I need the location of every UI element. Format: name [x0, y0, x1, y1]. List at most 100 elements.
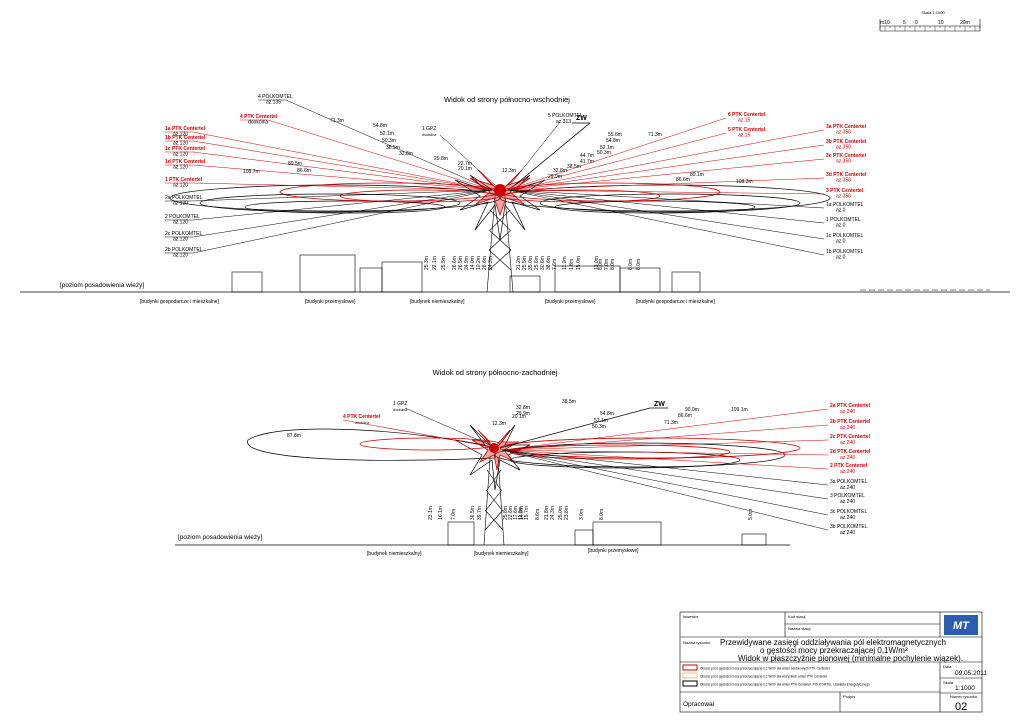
- view1-left-label-1: 4 PTK Centertel: [240, 114, 278, 120]
- view1-right-label-2: 3a PTK Centertel: [826, 124, 867, 130]
- view2-distance-0: 87.8m: [287, 433, 301, 439]
- view2-right-label-az-8: az.240: [840, 530, 855, 536]
- view1-leader-left-3: [192, 140, 493, 191]
- view1-right-label-6: 3 PTK Centertel: [826, 188, 864, 194]
- view1-right-label-az-4: az.350: [836, 159, 851, 165]
- view1-height-25: 8.0m: [636, 259, 642, 270]
- view1-title: Widok od strony północno-wschodniej: [444, 95, 570, 104]
- view2-leader-right-8: [501, 449, 829, 531]
- view1-right-label-0: 6 PTK Centertel: [728, 112, 766, 118]
- view1-leader-left-4: [192, 151, 493, 191]
- scale-tick-2: 0: [915, 20, 918, 26]
- view2-ground-label: [poziom posadowienia wieży]: [178, 534, 262, 541]
- nazwa-rysunku-label: Nazwa rysunku: [683, 640, 710, 645]
- view1-building-label-5: [budynki gospodarcze i mieszkalne]: [636, 299, 716, 305]
- view1-height-11: 25.5m: [522, 256, 528, 270]
- view2-title: Widok od strony północno-zachodniej: [433, 368, 558, 377]
- view2-right-label-az-3: az.240: [840, 455, 855, 461]
- view2-antenna-cluster: [489, 443, 499, 453]
- view1-right-label-az-2: az.350: [836, 130, 851, 136]
- view1-distance-5: 32.8m: [399, 151, 413, 157]
- view1-leader-right-4: [507, 158, 825, 191]
- view1-left-label-5: 1d PTK Centertel: [165, 159, 206, 165]
- view1-right-label-az-3: az.350: [836, 145, 851, 151]
- legend-swatch-black: [682, 680, 698, 687]
- view1-leader-right-10: [507, 189, 825, 256]
- view1-left-label-az-0: az.135: [266, 100, 281, 106]
- view1-leader-right-2: [507, 129, 825, 191]
- view2-height-13: 24.3m: [550, 506, 556, 520]
- view2-building-label-2: [budynek niemieszkalny]: [474, 551, 529, 557]
- view1-distance-15: 41.7m: [580, 159, 594, 165]
- view1-right-label-5: 3d PTK Centertel: [826, 172, 867, 178]
- view1-distance-7: 22.7m: [458, 161, 472, 167]
- view2-distance-8: 50.3m: [592, 424, 606, 430]
- view2-height-5: 25.8m: [503, 506, 509, 520]
- view1-height-3: 26.6m: [452, 256, 458, 270]
- view1-height-5: 24.9m: [464, 256, 470, 270]
- view1-height-0: 25.3m: [424, 256, 430, 270]
- view1-right-label-az-7: az.0: [836, 208, 846, 214]
- skala-value: 1:1000: [955, 685, 975, 692]
- view1-distance-11: 54.8m: [606, 138, 620, 144]
- view2-right-label-8: 3b POLKOMTEL: [830, 524, 868, 530]
- view1-top-label-1-az: dookólna: [422, 133, 436, 137]
- view1-leader-right-3: [507, 144, 825, 191]
- view2-right-label-1: 2b PTK Centertel: [830, 419, 871, 425]
- view1-right-label-3: 3b PTK Centertel: [826, 139, 867, 145]
- view1-building-label-2: [budynki przemysłowe]: [305, 299, 356, 305]
- view1-distance-0: 71.3m: [330, 118, 344, 124]
- view2-leader-right-6: [501, 449, 829, 500]
- view2-leader-right-5: [501, 449, 829, 486]
- view1-right-label-az-8: az.0: [836, 223, 846, 229]
- view1-left-label-az-6: az.120: [173, 183, 188, 189]
- view1-side-distance-5: 108.3m: [736, 179, 753, 185]
- view1-height-22: 7.0m: [604, 259, 610, 270]
- view2-right-label-az-1: az.240: [840, 425, 855, 431]
- view2-buildings: [447, 521, 767, 546]
- view1-distance-2: 52.1m: [380, 131, 394, 137]
- view2-distance-10: 86.6m: [678, 413, 692, 419]
- view2-leader-right-0: [501, 408, 829, 451]
- view1-right-label-az-5: az.350: [836, 178, 851, 184]
- view1-height-18: 1.8m: [569, 259, 575, 270]
- view2-right-label-az-4: az.240: [840, 469, 855, 475]
- view1-buildings: [231, 254, 701, 293]
- view1-left-label-3: 1b PTK Centertel: [165, 135, 206, 141]
- view1-right-label-1: 5 PTK Centertel: [728, 127, 766, 133]
- view2-compass-label: ZW: [654, 401, 665, 408]
- scale-tick-0: m10: [880, 20, 890, 26]
- view2-right-label-az-2: az.240: [840, 440, 855, 446]
- view2-distance-1: 12.3m: [492, 421, 506, 427]
- view2-height-1: 16.1m: [438, 506, 444, 520]
- legend-swatch-tan: [682, 672, 698, 679]
- view-north-east: Widok od strony północno-wschodniej [poz…: [20, 94, 1010, 305]
- view2-distance-11: 90.0m: [685, 407, 699, 413]
- view1-height-20: 13.0m: [594, 256, 600, 270]
- view1-top-label-2: 5 POLKOMTEL: [548, 113, 583, 119]
- view1-tower: [486, 184, 514, 293]
- view1-left-label-6: 1 PTK Centertel: [165, 177, 203, 183]
- view1-right-label-8: 1 POLKOMTEL: [826, 217, 861, 223]
- view1-distance-16: 38.5m: [567, 164, 581, 170]
- view1-distance-1: 54.8m: [373, 123, 387, 129]
- view2-leader-right-4: [501, 449, 829, 470]
- view1-left-label-az-10: az.120: [173, 253, 188, 259]
- view1-left-label-2: 1a PTK Centertel: [165, 126, 206, 132]
- view1-height-19: 15.0m: [576, 256, 582, 270]
- data-value: 09.05.2011: [955, 670, 987, 677]
- view2-height-10: 8.6m: [535, 509, 541, 520]
- view2-right-label-3: 2d PTK Centertel: [830, 449, 871, 455]
- drawing-title-line-3: Widok w płaszczyźnie pionowej (minimalne…: [738, 654, 963, 663]
- legend-text-1: Obszar pól o gęstości mocy przekraczając…: [700, 667, 830, 671]
- view1-height-6: 14.0m: [470, 256, 476, 270]
- legend-swatch-red: [682, 664, 698, 671]
- view1-height-2: 25.5m: [441, 256, 447, 270]
- view1-compass-label: ZW: [576, 115, 587, 122]
- view2-right-label-az-5: az.240: [840, 485, 855, 491]
- view2-right-label-7: 3c POLKOMTEL: [830, 509, 867, 515]
- view1-left-label-az-7: az.120: [173, 201, 188, 207]
